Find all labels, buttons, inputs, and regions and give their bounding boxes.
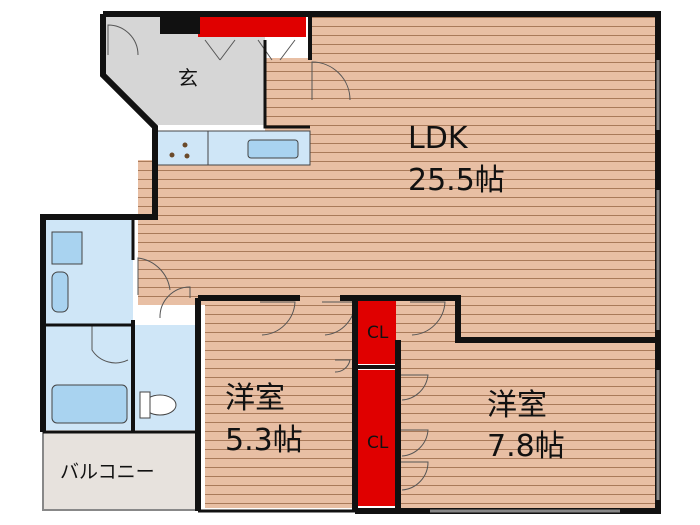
bedroom2-floor — [398, 340, 658, 508]
bedroom1-name: 洋室 — [225, 381, 285, 416]
closet2 — [358, 370, 396, 506]
ldk-floor-kitchen — [138, 160, 313, 305]
bedroom1-size: 5.3帖 — [225, 423, 303, 458]
balcony-label: バルコニー — [60, 461, 155, 483]
stove-icon — [169, 152, 175, 158]
entrance-floor — [103, 15, 265, 125]
windows — [430, 60, 660, 513]
ldk-name: LDK — [408, 121, 469, 156]
bedroom2-name: 洋室 — [487, 388, 547, 423]
hall-floor — [265, 58, 313, 133]
closet2-label: CL — [367, 433, 389, 453]
washer-icon — [51, 271, 69, 313]
bedroom2-floor-ext — [398, 298, 458, 343]
bedroom2-size: 7.8帖 — [487, 429, 565, 464]
washbasin-icon — [51, 231, 83, 265]
bathtub-icon — [51, 384, 128, 424]
entrance-label: 玄 — [178, 66, 198, 90]
sink-icon — [247, 139, 299, 159]
bedroom1-floor — [205, 298, 355, 508]
ldk-floor — [308, 15, 658, 341]
closet1-label: CL — [367, 323, 389, 343]
closet1 — [358, 300, 396, 364]
shoe-cabinet — [198, 17, 306, 37]
ldk-size: 25.5帖 — [408, 163, 505, 198]
